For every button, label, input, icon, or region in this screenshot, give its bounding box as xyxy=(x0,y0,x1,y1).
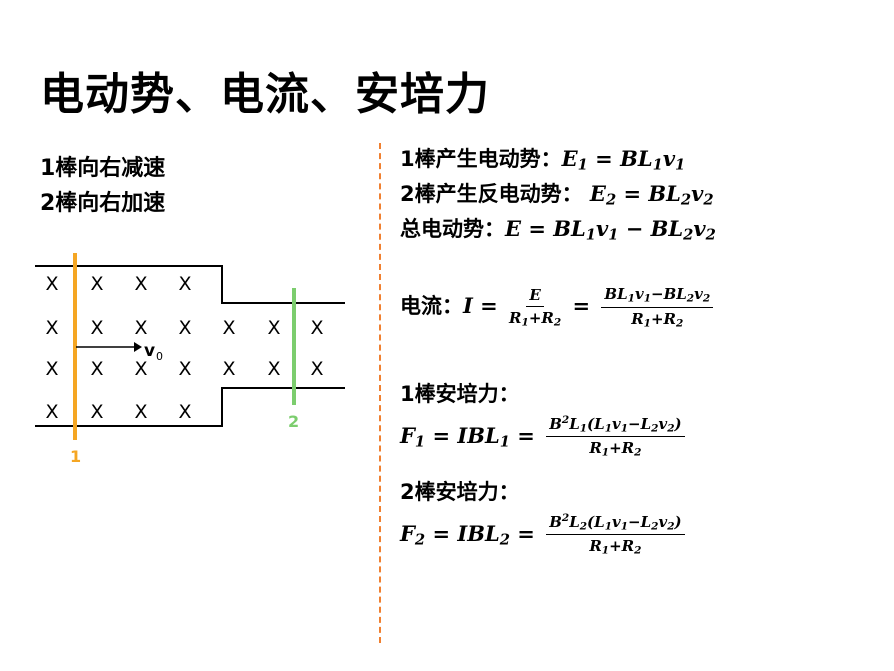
divider xyxy=(379,143,381,643)
bar-2-label: 2 xyxy=(288,412,299,431)
force2-formula: F2 = IBL2 = B2L2(L1v1−L2v2)R1+R2 xyxy=(400,512,689,557)
emf1-line: 1棒产生电动势：E1 = BL1v1 xyxy=(400,146,686,174)
magnetic-field-mark: X xyxy=(134,358,147,380)
magnetic-field-mark: X xyxy=(45,273,58,295)
magnetic-field-mark: X xyxy=(222,317,235,339)
magnetic-field-mark: X xyxy=(45,358,58,380)
bar1-state: 1棒向右减速 xyxy=(40,156,166,181)
velocity-subscript: 0 xyxy=(156,350,163,363)
magnetic-field-mark: X xyxy=(310,358,323,380)
magnetic-field-mark: X xyxy=(267,317,280,339)
velocity-label: v xyxy=(144,341,155,361)
magnetic-field-mark: X xyxy=(178,358,191,380)
magnetic-field-mark: X xyxy=(45,401,58,423)
magnetic-field-mark: X xyxy=(90,358,103,380)
magnetic-field-mark: X xyxy=(134,317,147,339)
emf-total-line: 总电动势：E = BL1v1 − BL2v2 xyxy=(400,216,716,244)
magnetic-field-mark: X xyxy=(90,317,103,339)
magnetic-field-mark: X xyxy=(90,401,103,423)
bottom-rail xyxy=(35,387,345,427)
magnetic-field-mark: X xyxy=(178,401,191,423)
bar-1-label: 1 xyxy=(70,447,81,466)
top-rail xyxy=(35,265,345,304)
magnetic-field-mark: X xyxy=(267,358,280,380)
magnetic-field-mark: X xyxy=(222,358,235,380)
magnetic-field-mark: X xyxy=(178,273,191,295)
force1-label: 1棒安培力： xyxy=(400,382,520,406)
emf2-line: 2棒产生反电动势： E2 = BL2v2 xyxy=(400,181,714,209)
magnetic-field-mark: X xyxy=(90,273,103,295)
page-title: 电动势、电流、安培力 xyxy=(40,69,490,120)
bar2-state: 2棒向右加速 xyxy=(40,191,166,216)
magnetic-field-mark: X xyxy=(134,401,147,423)
arrow-head-icon xyxy=(134,342,142,352)
force2-label: 2棒安培力： xyxy=(400,480,520,504)
magnetic-field-mark: X xyxy=(178,317,191,339)
force1-formula: F1 = IBL1 = B2L1(L1v1−L2v2)R1+R2 xyxy=(400,414,689,459)
magnetic-field-mark: X xyxy=(134,273,147,295)
magnetic-field-mark: X xyxy=(45,317,58,339)
magnetic-field-mark: X xyxy=(310,317,323,339)
